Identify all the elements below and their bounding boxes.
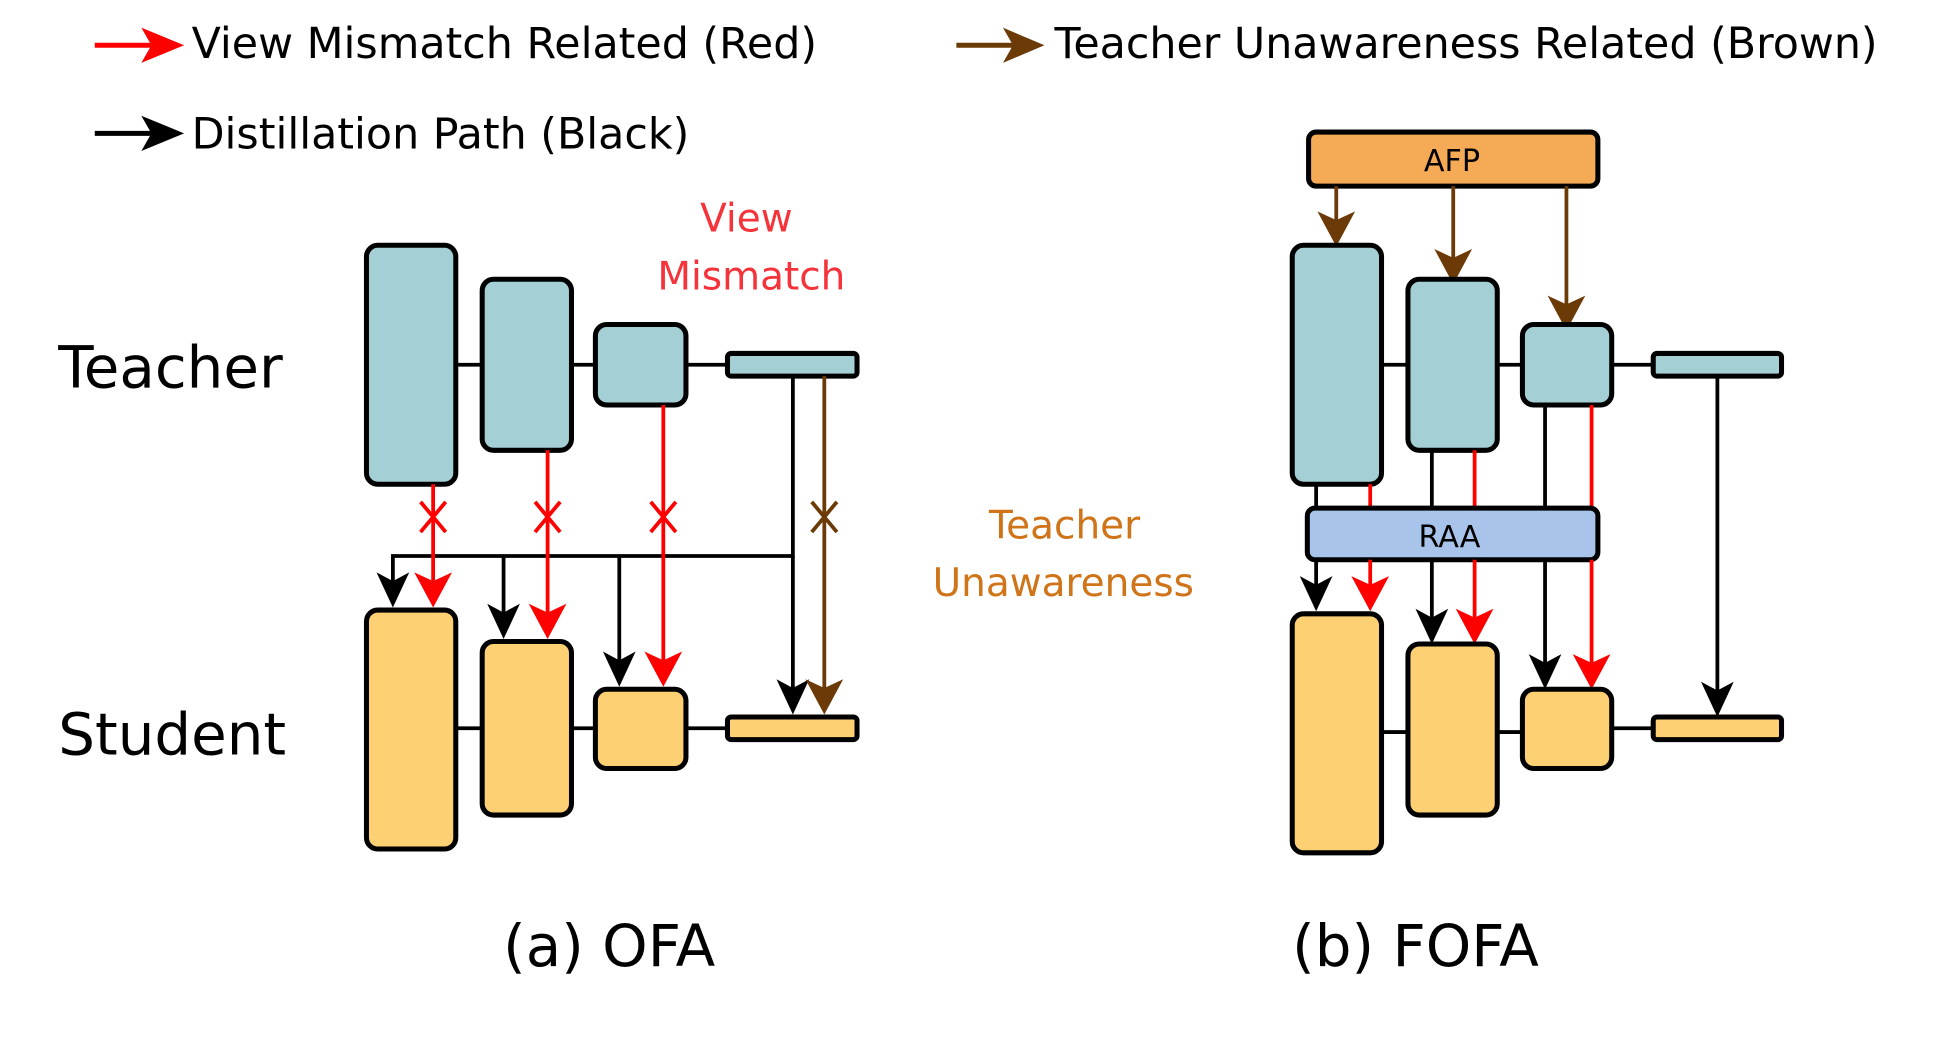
teacher-block-3 — [1519, 322, 1615, 408]
student-head — [1650, 714, 1785, 743]
distillation-bus — [390, 376, 795, 589]
black-arrowhead-icon — [1299, 576, 1333, 612]
teacher-row-label: Teacher — [57, 333, 283, 401]
teacher-block-1 — [1289, 242, 1385, 487]
teacher-unawareness-annotation: Teacher Unawareness — [933, 503, 1194, 606]
red-arrowhead-icon — [528, 603, 567, 639]
black-arrowhead-icon — [776, 679, 810, 715]
black-arrowhead-icon — [1528, 654, 1562, 690]
black-arrowhead-icon — [1701, 681, 1734, 717]
black-arrowhead-icon — [376, 572, 410, 608]
brown-arrowhead-icon — [1434, 249, 1473, 285]
annotation-line: Unawareness — [933, 561, 1194, 606]
student-block-1 — [1289, 611, 1385, 856]
annotation-line: Mismatch — [657, 254, 845, 299]
student-block-2 — [479, 638, 575, 818]
ofa-caption: (a) OFA — [503, 912, 716, 980]
student-block-3 — [1519, 686, 1615, 772]
afp-label: AFP — [1424, 144, 1480, 179]
student-block-2 — [1405, 641, 1500, 818]
black-arrowhead-icon — [487, 603, 520, 639]
red-arrowhead-icon — [644, 651, 683, 687]
annotation-line: Teacher — [988, 503, 1141, 548]
legend-label-brown: Teacher Unawareness Related (Brown) — [1054, 19, 1878, 69]
teacher-block-1 — [363, 242, 459, 487]
black-arrowhead-icon — [602, 651, 636, 687]
blocked-x-icon — [533, 500, 562, 534]
annotation-line: View — [700, 196, 793, 241]
blocked-x-icon — [649, 500, 678, 534]
teacher-block-3 — [592, 322, 689, 408]
red-arrowhead-icon — [1351, 576, 1390, 612]
brown-arrowhead-icon — [1317, 211, 1356, 247]
legend-label-red: View Mismatch Related (Red) — [192, 19, 817, 69]
teacher-head — [724, 350, 860, 379]
teacher-head — [1650, 350, 1785, 379]
blocked-x-icon — [419, 500, 448, 534]
brown-arrowhead-icon — [1547, 295, 1586, 331]
legend-item-red: View Mismatch Related (Red) — [94, 19, 817, 69]
black-arrowhead-icon — [141, 115, 185, 151]
teacher-block-2 — [479, 276, 575, 453]
red-arrowhead-icon — [141, 27, 185, 63]
red-arrowhead-icon — [1572, 654, 1611, 690]
black-arrowhead-icon — [1415, 608, 1449, 645]
student-row-label: Student — [58, 701, 286, 769]
student-head — [724, 714, 860, 743]
legend-item-black: Distillation Path (Black) — [94, 109, 690, 159]
legend-label-black: Distillation Path (Black) — [192, 109, 690, 159]
fofa-panel: AFP RAA — [1289, 129, 1785, 980]
brown-arrowhead-icon — [1002, 27, 1045, 63]
raa-label: RAA — [1419, 520, 1481, 555]
student-block-3 — [592, 686, 689, 772]
teacher-block-2 — [1405, 276, 1500, 453]
blocked-x-icon — [810, 500, 839, 534]
brown-arrowhead-icon — [805, 679, 844, 715]
fofa-caption: (b) FOFA — [1292, 912, 1539, 980]
raa-module — [1304, 505, 1601, 563]
legend-item-brown: Teacher Unawareness Related (Brown) — [956, 19, 1878, 69]
red-arrowhead-icon — [414, 572, 452, 608]
red-arrowhead-icon — [1455, 608, 1494, 645]
legend: View Mismatch Related (Red) Teacher Unaw… — [94, 19, 1878, 159]
student-block-1 — [363, 607, 459, 852]
ofa-panel: (a) OFA — [363, 242, 860, 980]
view-mismatch-annotation: View Mismatch — [657, 196, 845, 299]
